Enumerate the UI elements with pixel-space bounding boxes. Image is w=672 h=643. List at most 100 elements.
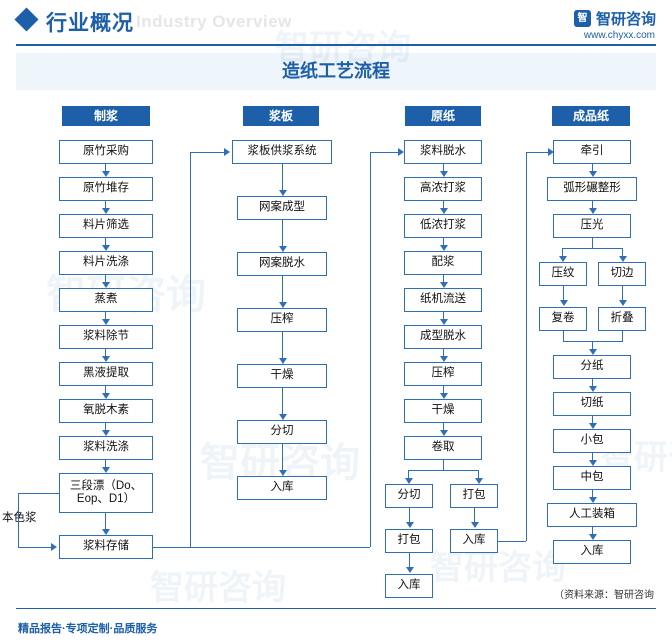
connector [592,201,593,208]
node-pulping-9: 浆料洗涤 [59,436,153,460]
arrow-down-icon [589,171,597,177]
node-finished-tail-1: 分纸 [553,355,631,379]
node-basepaper-7: 压榨 [404,362,482,386]
connector [443,275,444,282]
connector [18,547,51,548]
arrow-down-icon [279,470,287,476]
connector [622,286,623,300]
connector [443,423,444,430]
connector [443,164,444,171]
flow-diagram: 制浆 浆板 原纸 成品纸 原竹采购 原竹堆存 料片筛选 料片洗涤 蒸煮 浆料除节… [0,96,672,598]
connector [105,164,106,171]
arrow-down-icon [102,208,110,214]
connector [408,470,409,478]
arrow-down-icon [406,567,414,573]
arrow-right-icon [548,148,554,156]
chart-title-band: 造纸工艺流程 [16,53,656,90]
header-divider [16,44,656,46]
footer-slogan: 精品报告·专项定制·品质服务 [18,623,158,635]
connector [563,286,564,300]
brand-logo: 智 智研咨询 [573,8,656,29]
node-pulping-5: 蒸煮 [59,288,153,312]
connector [105,423,106,430]
connector [282,444,283,470]
connector [105,275,106,282]
connector [18,493,59,494]
arrow-down-icon [440,282,448,288]
connector [474,508,475,522]
connector [105,349,106,356]
connector [190,152,191,547]
arrow-down-icon [589,386,597,392]
arrow-down-icon [102,430,110,436]
column-header-basepaper: 原纸 [405,106,481,126]
connector [105,312,106,319]
node-basepaper-branch-1: 分切 [385,484,433,508]
arrow-down-icon [560,300,568,306]
arrow-down-icon [440,171,448,177]
connector [592,341,593,349]
node-pulpboard-4: 压榨 [237,308,327,332]
arrow-down-icon [102,529,110,535]
arrow-down-icon [279,414,287,420]
connector [562,248,622,249]
arrow-down-icon [102,393,110,399]
arrow-down-icon [440,393,448,399]
connector [105,201,106,208]
node-basepaper-2: 高浓打浆 [404,177,482,201]
page-header: 行业概况 Industry Overview 智 智研咨询 www.chyxx.… [0,0,672,46]
arrow-down-icon [279,302,287,308]
arrow-down-icon [102,245,110,251]
logo-mark-icon: 智 [573,10,591,27]
arrow-down-icon [589,534,597,540]
connector [592,164,593,171]
arrow-down-icon [279,358,287,364]
connector [526,152,548,153]
connector [562,248,563,256]
node-finished-tail-6: 入库 [553,540,631,564]
node-pulpboard-5: 干燥 [237,364,327,388]
connector [190,547,370,548]
node-finished-tail-3: 小包 [553,429,631,453]
node-finished-pair1-2: 切边 [598,262,646,286]
arrow-down-icon [406,522,414,528]
connector [105,386,106,393]
connector [282,388,283,414]
node-pulpboard-6: 分切 [237,420,327,444]
label-natural-pulp: 本色浆 [2,512,37,524]
node-basepaper-branch-4: 入库 [450,529,498,553]
node-pulping-10: 三段漂（Do、Eop、D1） [59,473,153,513]
node-pulpboard-1: 浆板供浆系统 [232,140,332,164]
connector [153,547,190,548]
connector [443,460,444,470]
arrow-down-icon [102,282,110,288]
node-finished-pair2-2: 折叠 [598,307,646,331]
connector [105,238,106,245]
node-basepaper-8: 干燥 [404,399,482,423]
connector [622,331,623,341]
page-subtitle: Industry Overview [136,12,292,31]
arrow-down-icon [589,349,597,355]
connector [443,386,444,393]
node-pulping-7: 黑液提取 [59,362,153,386]
connector [282,332,283,358]
node-basepaper-branch-3: 打包 [385,529,433,553]
arrow-down-icon [475,478,483,484]
arrow-down-icon [440,430,448,436]
arrow-down-icon [589,423,597,429]
connector [370,152,371,547]
arrow-down-icon [440,245,448,251]
connector [526,152,527,541]
connector [592,416,593,423]
connector [408,470,478,471]
arrow-down-icon [589,208,597,214]
connector [282,164,283,190]
node-basepaper-branch-5: 入库 [385,574,433,598]
logo-text: 智研咨询 [595,11,656,28]
connector [592,527,593,534]
chart-title: 造纸工艺流程 [282,61,390,81]
connector [498,541,526,542]
node-pulping-2: 原竹堆存 [59,177,153,201]
connector [105,460,106,467]
connector [478,470,479,478]
